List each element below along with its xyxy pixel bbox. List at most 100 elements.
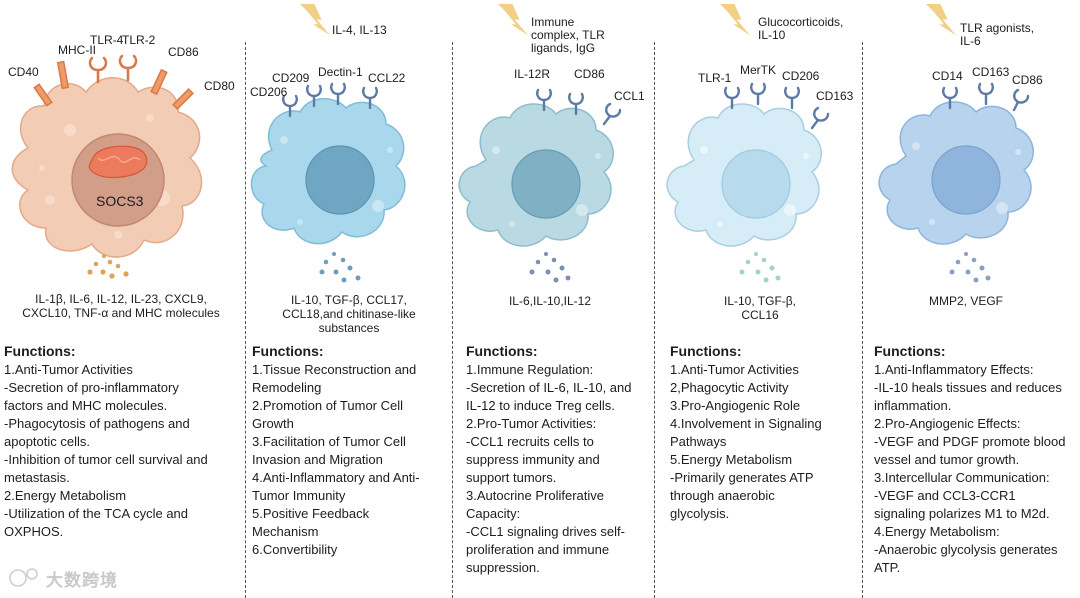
secreted-factors: IL-10, TGF-β, CCL17, CCL18,and chitinase…	[250, 293, 448, 335]
receptor-label: CCL22	[368, 72, 405, 85]
secreted-factors: IL-1β, IL-6, IL-12, IL-23, CXCL9, CXCL10…	[10, 292, 232, 320]
receptor-label: IL-12R	[514, 68, 550, 81]
function-line: Growth	[252, 415, 450, 433]
function-line: 1.Tissue Reconstruction and	[252, 361, 450, 379]
secreted-line: substances	[250, 321, 448, 335]
receptor-label: CD209	[272, 72, 309, 85]
function-line: apoptotic cells.	[4, 433, 240, 451]
functions-block: Functions: 1.Tissue Reconstruction and R…	[252, 342, 450, 559]
function-line: -VEGF and PDGF promote blood	[874, 433, 1078, 451]
function-line: 1.Immune Regulation:	[466, 361, 652, 379]
function-line: Pathways	[670, 433, 858, 451]
function-line: 2.Pro-Angiogenic Effects:	[874, 415, 1078, 433]
receptor-label: CD206	[782, 70, 819, 83]
function-line: 4.Energy Metabolism:	[874, 523, 1078, 541]
receptor-label: TLR-4	[90, 34, 123, 47]
receptor-label: CD86	[168, 46, 199, 59]
function-line: OXPHOS.	[4, 523, 240, 541]
function-line: -VEGF and CCL3-CCR1	[874, 487, 1078, 505]
function-line: metastasis.	[4, 469, 240, 487]
lightning-icon	[720, 4, 750, 35]
secreted-line: CXCL10, TNF-α and MHC molecules	[10, 306, 232, 320]
function-line: 5.Positive Feedback	[252, 505, 450, 523]
function-line: 1.Anti-Inflammatory Effects:	[874, 361, 1078, 379]
receptor-label: CD40	[8, 66, 39, 79]
secreted-line: MMP2, VEGF	[916, 294, 1016, 308]
function-line: 2.Energy Metabolism	[4, 487, 240, 505]
function-line: -Secretion of pro-inflammatory	[4, 379, 240, 397]
secreted-factors: IL-10, TGF-β, CCL16	[690, 294, 830, 322]
function-line: ATP.	[874, 559, 1078, 577]
function-line: -Phagocytosis of pathogens and	[4, 415, 240, 433]
functions-heading: Functions:	[4, 342, 240, 360]
secreted-line: IL-1β, IL-6, IL-12, IL-23, CXCL9,	[10, 292, 232, 306]
function-line: 2.Pro-Tumor Activities:	[466, 415, 652, 433]
function-line: factors and MHC molecules.	[4, 397, 240, 415]
function-line: Tumor Immunity	[252, 487, 450, 505]
functions-block: Functions: 1.Immune Regulation: -Secreti…	[466, 342, 652, 577]
function-line: proliferation and immune	[466, 541, 652, 559]
function-line: suppression.	[466, 559, 652, 577]
receptor-label: CCL1	[614, 90, 645, 103]
function-line: IL-12 to induce Treg cells.	[466, 397, 652, 415]
m1-cell	[12, 56, 201, 279]
m2a-cell	[251, 4, 404, 283]
function-line: Mechanism	[252, 523, 450, 541]
receptor-label: CD163	[972, 66, 1009, 79]
functions-block: Functions: 1.Anti-Tumor Activities 2,Pha…	[670, 342, 858, 523]
function-line: Remodeling	[252, 379, 450, 397]
receptor-label: TLR-2	[122, 34, 155, 47]
function-line: vessel and tumor growth.	[874, 451, 1078, 469]
functions-block: Functions: 1.Anti-Inflammatory Effects: …	[874, 342, 1078, 577]
function-line: 2.Promotion of Tumor Cell	[252, 397, 450, 415]
receptor-label: CD14	[932, 70, 963, 83]
m2c-cell	[667, 4, 828, 283]
receptor-label: CD80	[204, 80, 235, 93]
function-line: 3.Pro-Angiogenic Role	[670, 397, 858, 415]
receptor-label: CD86	[1012, 74, 1043, 87]
function-line: 1.Anti-Tumor Activities	[670, 361, 858, 379]
function-line: through anaerobic	[670, 487, 858, 505]
function-line: Capacity:	[466, 505, 652, 523]
function-line: 2,Phagocytic Activity	[670, 379, 858, 397]
watermark: 大数跨境	[46, 566, 118, 591]
function-line: 1.Anti-Tumor Activities	[4, 361, 240, 379]
functions-heading: Functions:	[252, 342, 450, 360]
secreted-line: IL-10, TGF-β,	[690, 294, 830, 308]
function-line: -IL-10 heals tissues and reduces	[874, 379, 1078, 397]
function-line: -Utilization of the TCA cycle and	[4, 505, 240, 523]
function-line: -Secretion of IL-6, IL-10, and	[466, 379, 652, 397]
function-line: 3.Intercellular Communication:	[874, 469, 1078, 487]
function-line: signaling polarizes M1 to M2d.	[874, 505, 1078, 523]
function-line: 6.Convertibility	[252, 541, 450, 559]
stimulus-label: Glucocorticoids, IL-10	[758, 16, 843, 42]
secreted-line: CCL16	[690, 308, 830, 322]
stimulus-line: IL-6	[960, 35, 1034, 48]
function-line: 4.Involvement in Signaling	[670, 415, 858, 433]
function-line: 4.Anti-Inflammatory and Anti-	[252, 469, 450, 487]
functions-heading: Functions:	[466, 342, 652, 360]
functions-block: Functions: 1.Anti-Tumor Activities -Secr…	[4, 342, 240, 541]
stimulus-line: IL-10	[758, 29, 843, 42]
function-line: -Anaerobic glycolysis generates	[874, 541, 1078, 559]
function-line: Invasion and Migration	[252, 451, 450, 469]
receptor-label: TLR-1	[698, 72, 731, 85]
receptor-label: CD163	[816, 90, 853, 103]
receptor-label: CD206	[250, 86, 287, 99]
secreted-line: CCL18,and chitinase-like	[250, 307, 448, 321]
function-line: inflammation.	[874, 397, 1078, 415]
function-line: suppress immunity and	[466, 451, 652, 469]
secreted-line: IL-10, TGF-β, CCL17,	[250, 293, 448, 307]
stimulus-label: IL-4, IL-13	[332, 24, 387, 37]
function-line: -CCL1 signaling drives self-	[466, 523, 652, 541]
lightning-icon	[498, 4, 528, 35]
secreted-line: IL-6,IL-10,IL-12	[470, 294, 630, 308]
function-line: glycolysis.	[670, 505, 858, 523]
receptor-label: Dectin-1	[318, 66, 363, 79]
function-line: 3.Autocrine Proliferative	[466, 487, 652, 505]
stimulus-label: Immune complex, TLR ligands, IgG	[531, 16, 605, 55]
function-line: -CCL1 recruits cells to	[466, 433, 652, 451]
function-line: 3.Facilitation of Tumor Cell	[252, 433, 450, 451]
function-line: support tumors.	[466, 469, 652, 487]
function-line: -Primarily generates ATP	[670, 469, 858, 487]
